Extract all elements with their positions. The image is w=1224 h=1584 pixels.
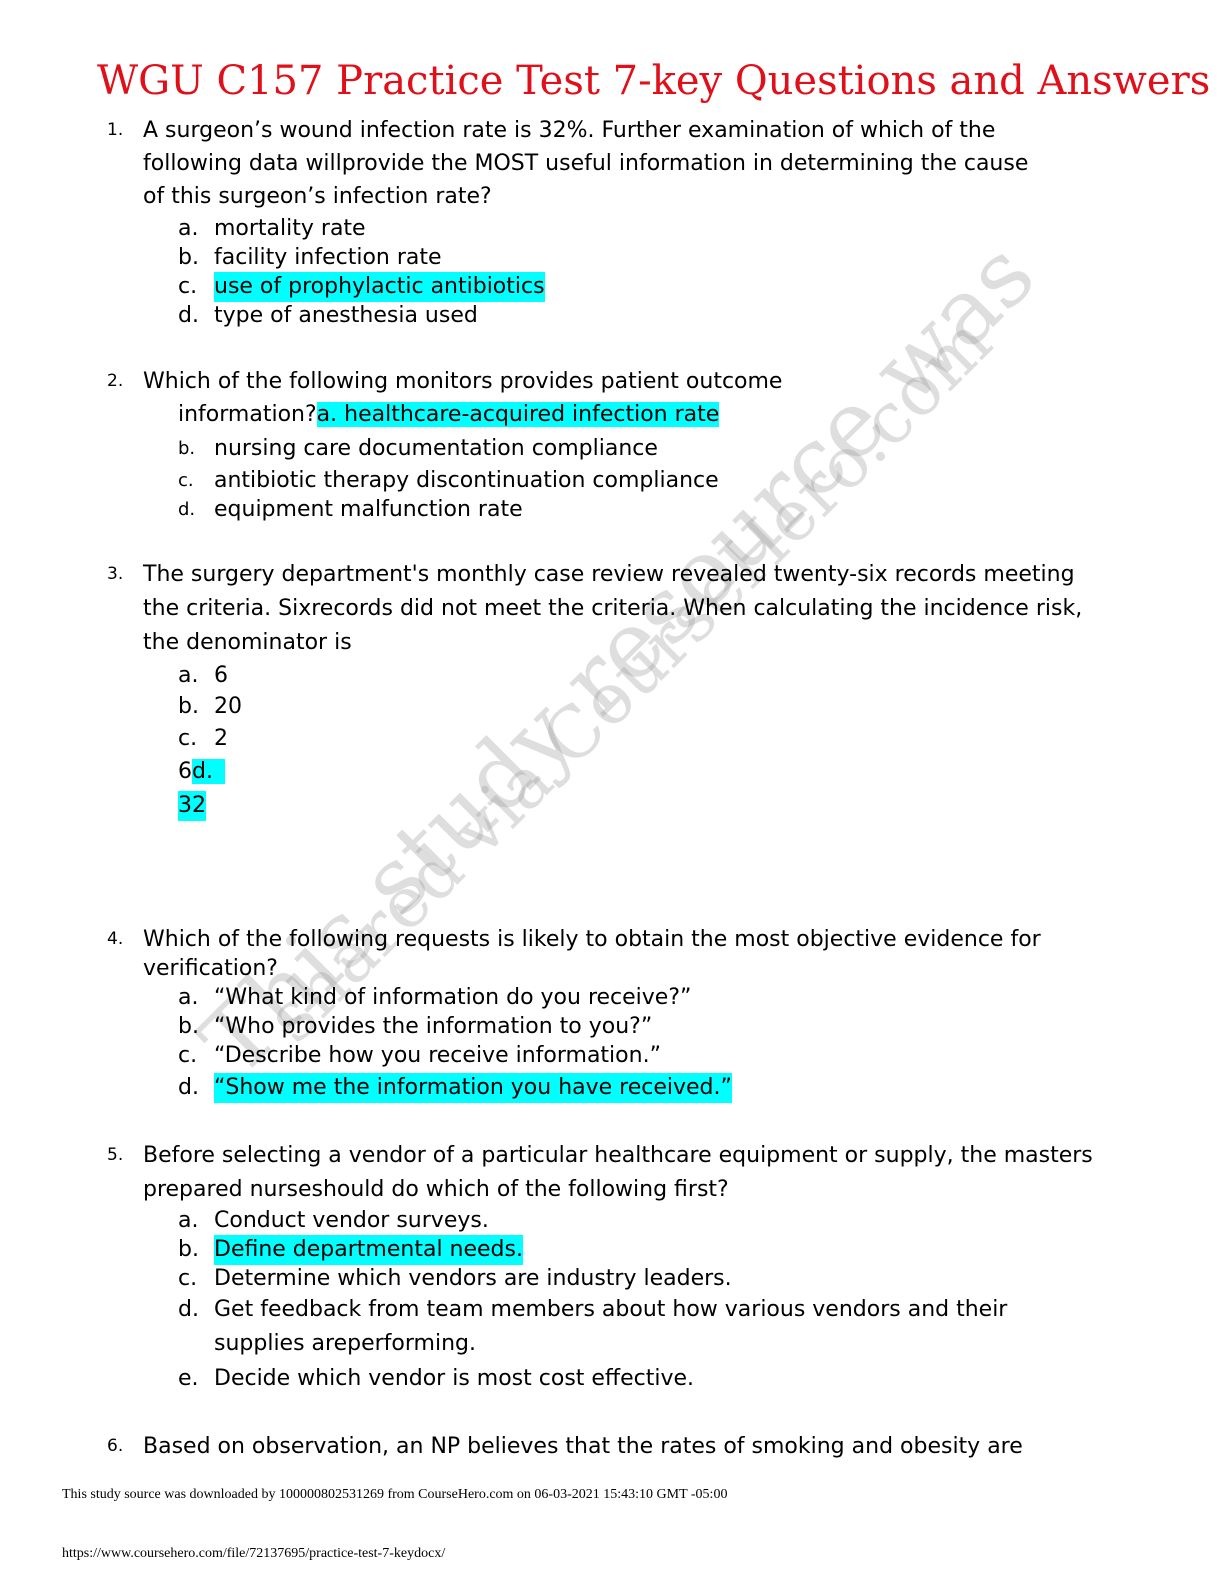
- option-text: antibiotic therapy discontinuation compl…: [214, 468, 719, 493]
- option-letter: a.: [178, 1208, 199, 1233]
- option-letter: a.: [178, 663, 199, 688]
- option-text-continued: supplies areperforming.: [214, 1331, 476, 1356]
- option-text-fragment: 6: [178, 759, 192, 784]
- option-text: “What kind of information do you receive…: [214, 985, 692, 1010]
- option-letter: b.: [178, 694, 199, 719]
- option-letter: b.: [178, 1014, 199, 1039]
- question-text-line: information?a. healthcare-acquired infec…: [178, 400, 720, 430]
- answer-highlight: 32: [178, 791, 206, 821]
- question-number: 3.: [107, 564, 124, 584]
- option-text: nursing care documentation compliance: [214, 436, 658, 461]
- question-number: 4.: [107, 929, 124, 949]
- answer-highlight: “Show me the information you have receiv…: [214, 1073, 732, 1103]
- question-text-line: verification?: [143, 956, 278, 981]
- question-number: 1.: [107, 120, 124, 140]
- option-letter: e.: [178, 1366, 199, 1391]
- option-text: facility infection rate: [214, 245, 442, 270]
- option-letter: c.: [178, 726, 198, 751]
- question-text-line: the denominator is: [143, 630, 352, 655]
- question-number: 6.: [107, 1436, 124, 1456]
- question-text-line: the criteria. Sixrecords did not meet th…: [143, 596, 1083, 621]
- option-letter: d.: [178, 1075, 199, 1100]
- answer-highlight: use of prophylactic antibiotics: [214, 272, 545, 302]
- option-letter: b.: [178, 438, 196, 459]
- option-text: 20: [214, 694, 242, 719]
- option-letter: c.: [178, 1266, 198, 1291]
- option-text: Decide which vendor is most cost effecti…: [214, 1366, 695, 1391]
- document-title: WGU C157 Practice Test 7-key Questions a…: [97, 58, 1211, 104]
- option-letter: a.: [178, 216, 199, 241]
- option-letter: d.: [178, 499, 196, 520]
- option-letter: c.: [178, 1043, 198, 1068]
- option-line: 6d.: [178, 757, 225, 787]
- option-text: Get feedback from team members about how…: [214, 1297, 1008, 1322]
- option-letter: b.: [178, 1237, 199, 1262]
- option-letter: d.: [178, 303, 199, 328]
- question-text-line: Which of the following requests is likel…: [143, 927, 1041, 952]
- option-text: “Describe how you receive information.”: [214, 1043, 661, 1068]
- option-letter: c.: [178, 274, 198, 299]
- watermark-line-1: This study resource was: [180, 220, 1055, 1096]
- answer-highlight: d.: [192, 759, 225, 784]
- option-letter: c.: [178, 470, 194, 491]
- question-text-line: The surgery department's monthly case re…: [143, 562, 1075, 587]
- answer-highlight: Define departmental needs.: [214, 1235, 523, 1265]
- option-text: “Who provides the information to you?”: [214, 1014, 653, 1039]
- option-letter: d.: [178, 1297, 199, 1322]
- question-text-line: prepared nurseshould do which of the fol…: [143, 1177, 729, 1202]
- answer-highlight: a. healthcare-acquired infection rate: [316, 402, 720, 427]
- option-text: type of anesthesia used: [214, 303, 478, 328]
- option-letter: a.: [178, 985, 199, 1010]
- option-text: mortality rate: [214, 216, 366, 241]
- question-text-line: Which of the following monitors provides…: [143, 369, 783, 394]
- question-text-line: following data willprovide the MOST usef…: [143, 151, 1029, 176]
- question-text-line: Before selecting a vendor of a particula…: [143, 1143, 1093, 1168]
- question-number: 2.: [107, 371, 124, 391]
- option-text: equipment malfunction rate: [214, 497, 523, 522]
- option-text: Conduct vendor surveys.: [214, 1208, 489, 1233]
- option-text: 6: [214, 663, 228, 688]
- question-text-line: Based on observation, an NP believes tha…: [143, 1434, 1023, 1459]
- option-text: Determine which vendors are industry lea…: [214, 1266, 732, 1291]
- question-text-line: of this surgeon’s infection rate?: [143, 184, 492, 209]
- question-text-line: A surgeon’s wound infection rate is 32%.…: [143, 118, 996, 143]
- download-notice: This study source was downloaded by 1000…: [62, 1487, 728, 1502]
- question-number: 5.: [107, 1145, 124, 1165]
- option-letter: b.: [178, 245, 199, 270]
- option-text: 2: [214, 726, 228, 751]
- source-url: https://www.coursehero.com/file/72137695…: [62, 1546, 446, 1561]
- question-text-fragment: information?: [178, 402, 317, 427]
